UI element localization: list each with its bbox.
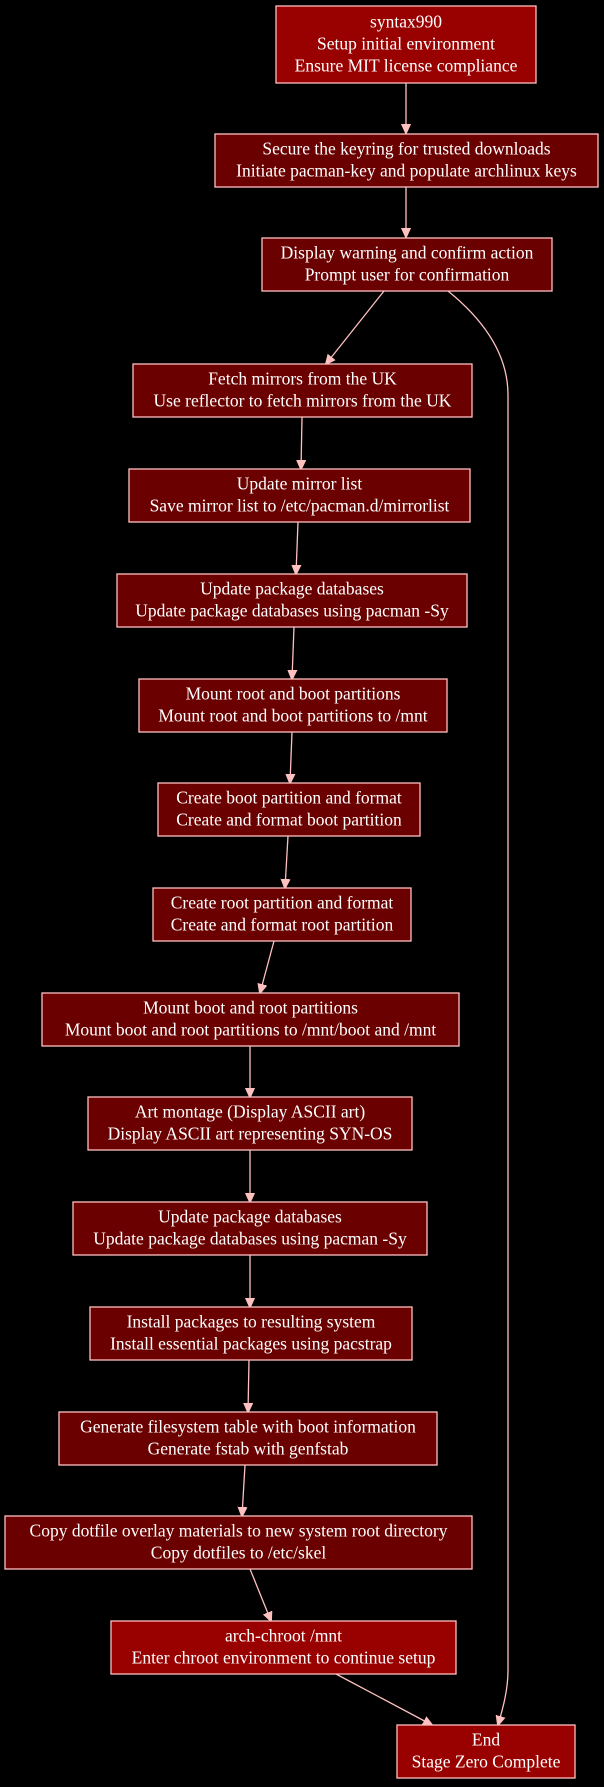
node-dotfiles: Copy dotfile overlay materials to new sy… xyxy=(4,1515,473,1570)
edge-rootpart-to-mount2 xyxy=(260,940,275,993)
node-title: Fetch mirrors from the UK xyxy=(208,369,397,389)
node-box xyxy=(87,1096,413,1151)
node-box xyxy=(116,573,468,628)
node-box xyxy=(214,133,599,188)
node-art: Art montage (Display ASCII art)Display A… xyxy=(87,1096,413,1151)
node-title: Copy dotfile overlay materials to new sy… xyxy=(30,1521,448,1541)
node-title: Create boot partition and format xyxy=(176,788,402,808)
node-box xyxy=(138,678,448,733)
node-description: Install essential packages using pacstra… xyxy=(110,1334,392,1354)
node-description: Display ASCII art representing SYN-OS xyxy=(108,1124,393,1144)
node-title: Mount boot and root partitions xyxy=(143,998,358,1018)
node-title: Art montage (Display ASCII art) xyxy=(135,1102,366,1122)
edge-bootpart-to-rootpart xyxy=(285,835,288,888)
node-fstab: Generate filesystem table with boot info… xyxy=(58,1411,438,1466)
node-description: Prompt user for confirmation xyxy=(305,265,510,285)
node-title: Install packages to resulting system xyxy=(127,1312,376,1332)
node-title: Update package databases xyxy=(200,579,384,599)
node-description: Create and format boot partition xyxy=(176,810,402,830)
node-description: Update package databases using pacman -S… xyxy=(135,601,449,621)
node-description: Create and format root partition xyxy=(171,915,394,935)
node-box xyxy=(261,237,553,292)
node-box xyxy=(275,5,537,84)
node-description: Enter chroot environment to continue set… xyxy=(132,1648,436,1668)
node-title: syntax990 xyxy=(370,12,442,32)
node-box xyxy=(58,1411,438,1466)
node-description: Generate fstab with genfstab xyxy=(148,1439,349,1459)
node-box xyxy=(89,1306,413,1361)
node-title: Secure the keyring for trusted downloads xyxy=(262,139,550,159)
node-title: Generate filesystem table with boot info… xyxy=(80,1417,416,1437)
edge-dotfiles-to-chroot xyxy=(249,1568,271,1621)
edge-mirrorlist-to-pkgdb1 xyxy=(296,521,298,574)
node-box xyxy=(396,1724,576,1779)
node-box xyxy=(41,992,460,1047)
node-description: Update package databases using pacman -S… xyxy=(93,1229,407,1249)
edge-warning-to-mirrors xyxy=(326,290,385,364)
edge-warning-to-end xyxy=(447,290,509,1725)
node-title: Update package databases xyxy=(158,1207,342,1227)
edges xyxy=(242,83,509,1725)
node-warning: Display warning and confirm actionPrompt… xyxy=(261,237,553,292)
node-title: Create root partition and format xyxy=(171,893,394,913)
node-box xyxy=(72,1201,428,1256)
node-title: Mount root and boot partitions xyxy=(186,684,401,704)
node-box xyxy=(157,782,421,837)
node-title: End xyxy=(472,1730,500,1750)
node-description: Initiate pacman-key and populate archlin… xyxy=(236,161,577,181)
node-pacstrap: Install packages to resulting systemInst… xyxy=(89,1306,413,1361)
node-description: Ensure MIT license compliance xyxy=(295,56,518,76)
node-box xyxy=(128,468,471,523)
node-description: Stage Zero Complete xyxy=(412,1752,561,1772)
edge-mirrors-to-mirrorlist xyxy=(301,416,302,469)
node-title: arch-chroot /mnt xyxy=(225,1626,342,1646)
edge-mount1-to-bootpart xyxy=(290,731,292,783)
node-title: Update mirror list xyxy=(237,474,363,494)
node-description: Mount root and boot partitions to /mnt xyxy=(158,706,427,726)
node-keyring: Secure the keyring for trusted downloads… xyxy=(214,133,599,188)
node-title: Display warning and confirm action xyxy=(281,243,534,263)
node-box xyxy=(4,1515,473,1570)
edge-pkgdb1-to-mount1 xyxy=(292,626,294,679)
node-description: Copy dotfiles to /etc/skel xyxy=(151,1543,327,1563)
node-box xyxy=(152,887,412,942)
node-box xyxy=(110,1620,457,1675)
node-description: Use reflector to fetch mirrors from the … xyxy=(154,391,452,411)
node-description: Setup initial environment xyxy=(317,34,495,54)
node-box xyxy=(132,363,473,418)
edge-fstab-to-dotfiles xyxy=(242,1464,245,1516)
node-description: Save mirror list to /etc/pacman.d/mirror… xyxy=(150,496,450,516)
edge-pacstrap-to-fstab xyxy=(248,1359,249,1412)
edge-chroot-to-end xyxy=(335,1673,432,1725)
node-description: Mount boot and root partitions to /mnt/b… xyxy=(65,1020,437,1040)
